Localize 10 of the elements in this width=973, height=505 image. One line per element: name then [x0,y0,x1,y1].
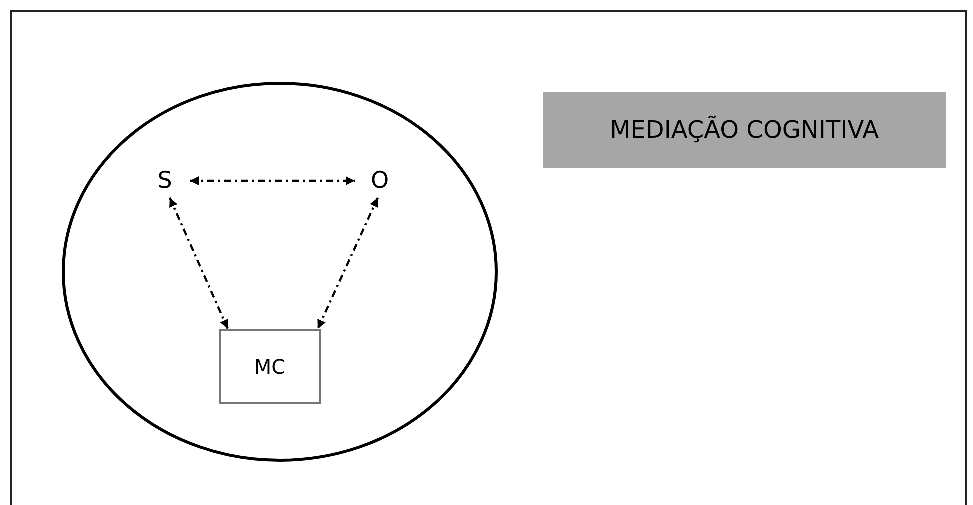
node-label: MC [254,354,286,378]
double-arrow [169,198,229,330]
title-label: MEDIAÇÃO COGNITIVA [610,116,879,144]
process-box [219,329,321,404]
node-label: S [158,168,172,194]
double-arrow [317,198,379,330]
circle-outline [62,82,498,462]
double-arrow [190,176,355,186]
node-label: O [370,168,390,194]
title-box [543,92,946,168]
